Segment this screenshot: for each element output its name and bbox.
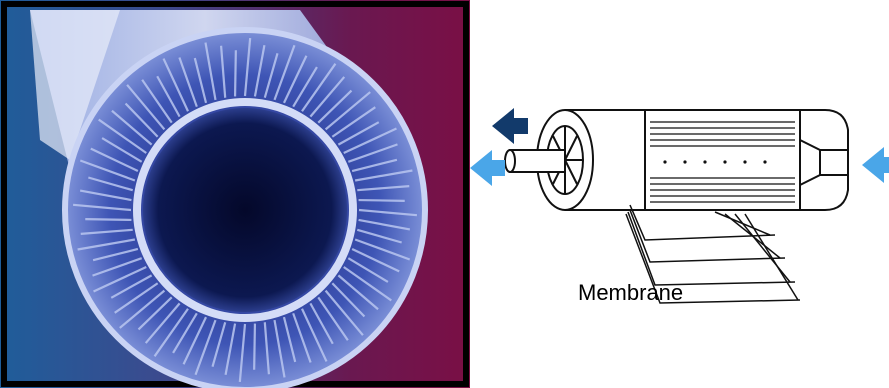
pore-line [254,324,255,370]
membrane-label: Membrane [578,280,683,305]
hollow-fiber-image [0,0,470,388]
diagram-background [470,0,889,388]
membrane-module-diagram: Membrane [470,0,889,388]
pore-line [235,50,236,96]
pore-line [359,200,405,201]
fiber-lumen [143,108,347,312]
pore-line [85,219,131,220]
membrane-module-illustration: Membrane [470,0,889,388]
permeate-pipe [505,150,565,172]
hollow-fiber-illustration [0,0,470,388]
